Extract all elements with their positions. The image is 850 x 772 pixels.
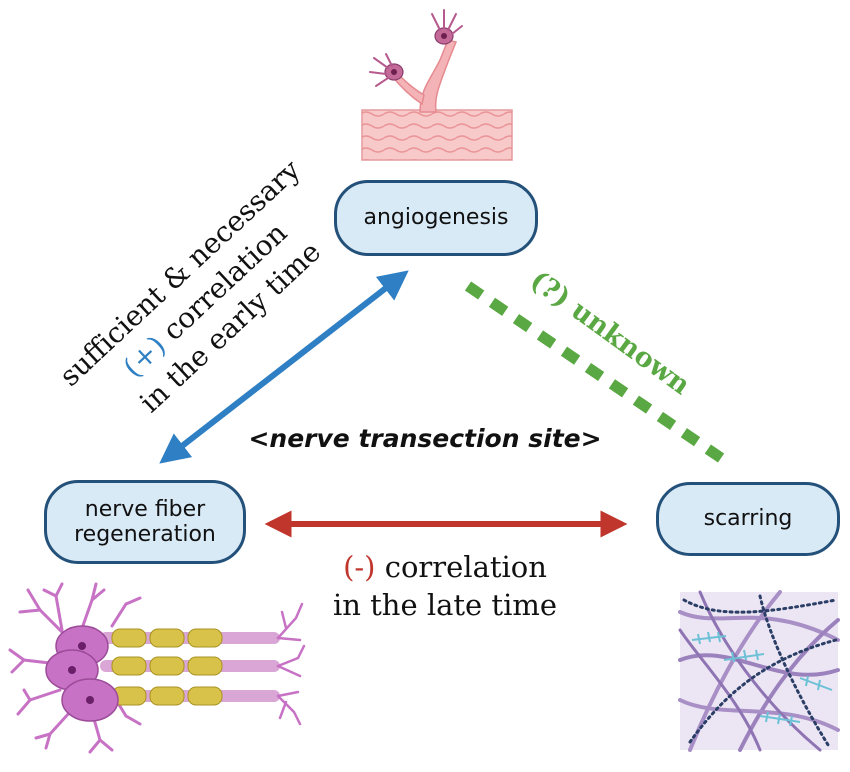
nerve-label-line-1: nerve fiber [84,496,206,522]
nerve-label-line-2: regeneration [74,522,216,547]
nerve-fiber-regeneration-node: nerve fiber regeneration [44,480,246,564]
positive-correlation-arrow [159,270,409,464]
late-relation-label: (-) correlation in the late time [300,548,590,624]
scarring-node: scarring [656,482,840,556]
angiogenesis-label: angiogenesis [363,205,509,231]
late-relation-line-2: in the late time [332,588,558,622]
scar-tissue-illustration [678,590,840,752]
blood-vessel-illustration [361,9,513,161]
neuron-illustration [8,582,306,754]
scarring-label: scarring [703,506,793,532]
unknown-relation-dashes [464,281,728,465]
nerve-fiber-regeneration-label: nerve fiber regeneration [74,497,216,548]
late-relation-line-1-text: correlation [375,550,547,584]
late-relation-line-1: (-) correlation [300,548,590,586]
nerve-transection-site-label: <nerve transection site> [248,424,602,453]
angiogenesis-node: angiogenesis [334,180,538,256]
negative-sign: (-) [343,550,376,584]
